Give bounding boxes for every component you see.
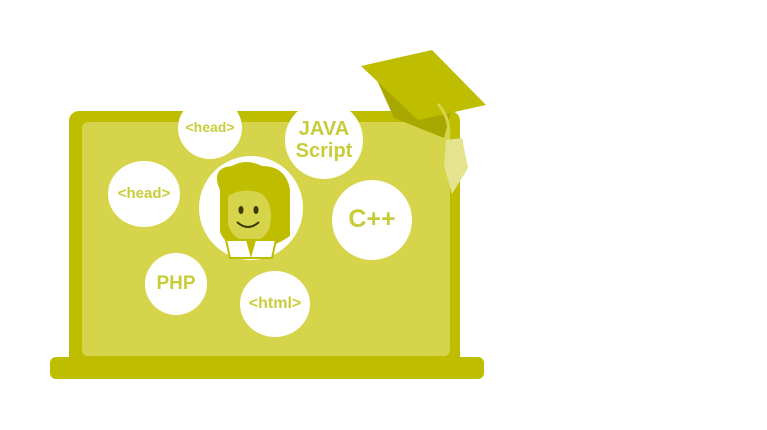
bubble-head-tag-left: <head>	[108, 161, 180, 227]
bubble-head-tag: <head>	[178, 97, 242, 159]
bubble-html-tag: <html>	[240, 271, 310, 337]
bubble-cpp: C++	[332, 180, 412, 260]
bubble-php: PHP	[145, 253, 207, 315]
laptop-base	[50, 357, 484, 379]
bubble-javascript: JAVA Script	[285, 101, 363, 179]
graduation-cap-icon	[361, 50, 486, 194]
mascot-icon	[199, 156, 303, 260]
